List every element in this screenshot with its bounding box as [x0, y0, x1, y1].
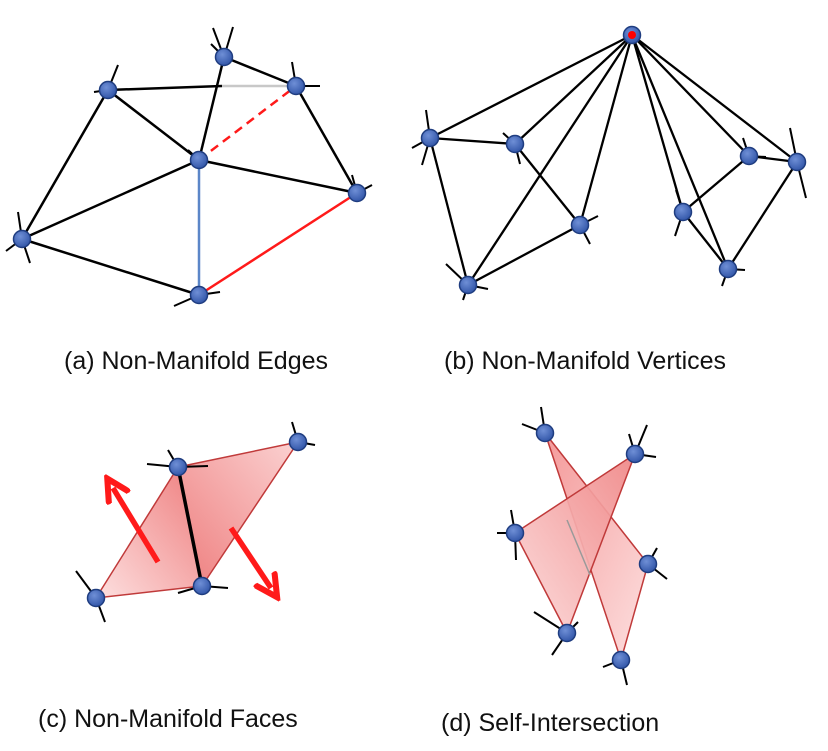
mesh-edge — [682, 155, 750, 213]
vertices-a — [12, 47, 367, 305]
vertex — [458, 275, 478, 295]
vertex — [570, 215, 590, 235]
vertex — [673, 202, 693, 222]
mesh-edge — [429, 136, 516, 146]
mesh-edge — [578, 34, 634, 226]
vertex — [86, 588, 106, 608]
normal-arrow-down-right — [228, 526, 271, 588]
vertex — [192, 576, 212, 596]
face-front — [514, 452, 637, 635]
caption-non-manifold-vertices: (b) Non-Manifold Vertices — [444, 347, 727, 375]
mesh-edge — [514, 143, 581, 226]
vertex — [189, 285, 209, 305]
mesh-edge — [21, 237, 200, 297]
edge-stubs — [5, 26, 373, 307]
panel-non-manifold-edges — [5, 26, 373, 307]
caption-non-manifold-faces: (c) Non-Manifold Faces — [38, 705, 298, 733]
mesh-edge — [21, 158, 200, 241]
vertex — [535, 423, 555, 443]
vertex — [557, 623, 577, 643]
mesh-edge — [630, 34, 685, 213]
mesh-edge — [429, 33, 633, 140]
mesh-edge — [631, 34, 750, 157]
vertex — [12, 229, 32, 249]
mesh-edge — [428, 137, 470, 286]
edge-stubs — [411, 109, 807, 301]
vertices-b — [420, 25, 807, 295]
mesh-edge — [630, 34, 730, 270]
vertex — [98, 80, 118, 100]
caption-self-intersection: (d) Self-Intersection — [441, 709, 660, 737]
vertex — [739, 146, 759, 166]
mesh-edge — [294, 85, 359, 194]
mesh-edge — [682, 211, 729, 270]
shared-edge — [176, 466, 204, 587]
panel-self-intersection — [497, 406, 668, 686]
vertex — [288, 432, 308, 452]
vertex — [718, 259, 738, 279]
vertex — [214, 47, 234, 67]
non-manifold-vertex-marker — [628, 31, 636, 39]
mesh-edge — [198, 158, 358, 195]
vertex — [189, 150, 209, 170]
normal-arrow-up-left — [113, 488, 161, 564]
mesh-edge — [107, 89, 200, 161]
vertex — [638, 554, 658, 574]
vertex — [168, 457, 188, 477]
vertex — [787, 152, 807, 172]
vertex — [625, 444, 645, 464]
panel-non-manifold-faces — [75, 421, 316, 623]
vertex — [347, 183, 367, 203]
mesh-edge — [514, 34, 633, 145]
caption-non-manifold-edges: (a) Non-Manifold Edges — [64, 347, 329, 375]
panel-non-manifold-vertices — [411, 33, 807, 301]
mesh-edge — [467, 223, 581, 287]
vertex — [505, 523, 525, 543]
vertex — [420, 128, 440, 148]
mesh-edge — [727, 161, 798, 270]
non-manifold-edge-dashed — [198, 85, 297, 161]
vertex — [505, 134, 525, 154]
mesh-edge — [223, 55, 297, 88]
non-manifold-edge — [198, 191, 358, 297]
vertex — [286, 76, 306, 96]
mesh-edge — [20, 89, 110, 240]
mesh-edge — [467, 34, 633, 286]
mesh-edge — [197, 56, 226, 161]
mesh-edge — [631, 34, 798, 163]
mesh-edge — [107, 84, 223, 92]
vertex — [611, 650, 631, 670]
hidden-edge — [566, 519, 591, 576]
